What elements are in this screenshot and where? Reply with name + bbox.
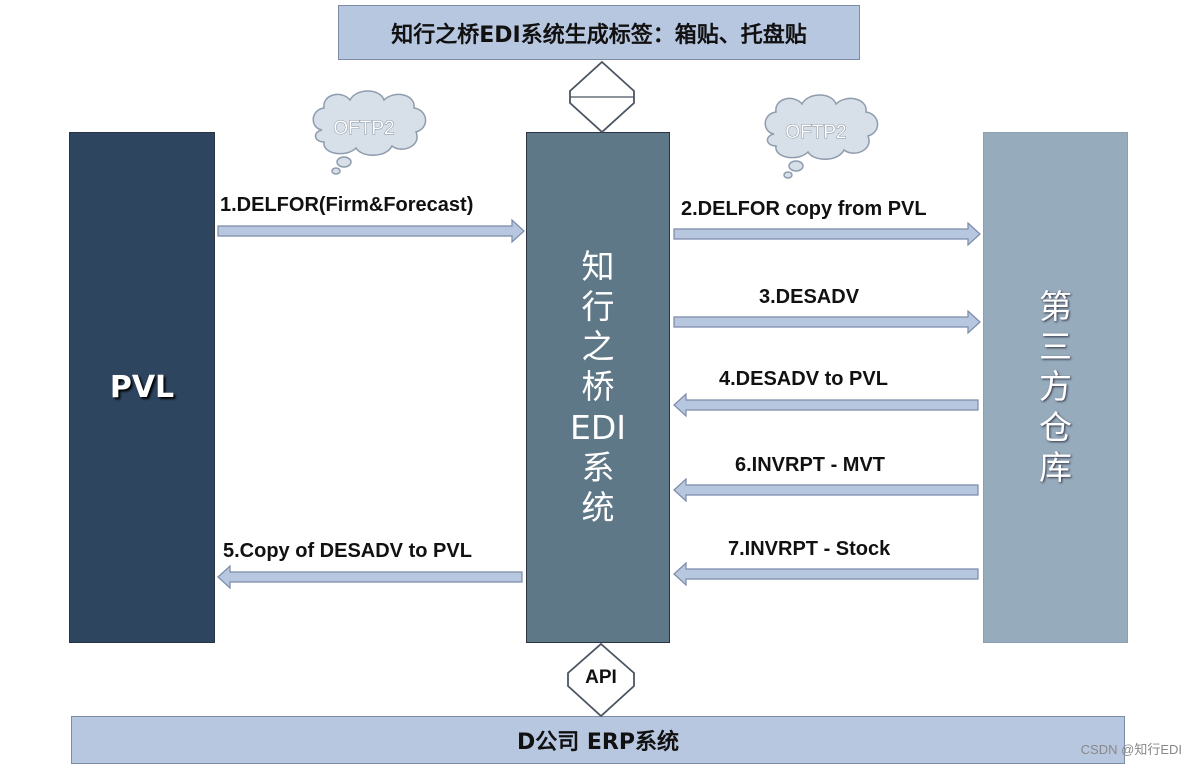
label-system-text: 知行之桥EDI系统生成标签：箱贴、托盘贴 (391, 22, 807, 48)
arrow-1 (217, 218, 525, 244)
oftp2-cloud-right-icon (764, 94, 879, 179)
erp-system-box: D公司 ERP系统 (71, 716, 1125, 764)
top-double-arrow-icon (569, 60, 635, 134)
api-double-arrow-icon (567, 642, 635, 718)
arrow-2 (673, 221, 981, 247)
warehouse-label: 第三方仓库 (1039, 286, 1072, 487)
label-system-box: 知行之桥EDI系统生成标签：箱贴、托盘贴 (338, 5, 860, 60)
erp-system-text: D公司 ERP系统 (516, 730, 679, 755)
pvl-label: PVL (109, 370, 175, 405)
arrow-3 (673, 309, 981, 335)
arrow-label-6: 6.INVRPT - MVT (735, 454, 886, 476)
arrow-label-5: 5.Copy of DESADV to PVL (223, 540, 472, 562)
watermark: CSDN @知行EDI (1080, 742, 1182, 757)
oftp2-cloud-left-label: OFTP2 (333, 118, 394, 139)
oftp2-cloud-right-label: OFTP2 (785, 122, 846, 143)
arrow-6 (673, 477, 979, 503)
arrow-label-1: 1.DELFOR(Firm&Forecast) (220, 194, 474, 216)
arrow-label-7: 7.INVRPT - Stock (728, 538, 891, 560)
arrow-label-3: 3.DESADV (759, 286, 860, 308)
api-label: API (585, 667, 617, 688)
arrow-label-4: 4.DESADV to PVL (719, 368, 888, 390)
arrow-7 (673, 561, 979, 587)
arrow-5 (217, 564, 523, 590)
warehouse-column: 第三方仓库 (983, 132, 1128, 643)
arrow-4 (673, 392, 979, 418)
edi-system-column: 知行之桥EDI系统 (526, 132, 670, 643)
oftp2-cloud-left-icon (312, 90, 427, 175)
pvl-column: PVL (69, 132, 215, 643)
arrow-label-2: 2.DELFOR copy from PVL (681, 198, 927, 220)
edi-system-label: 知行之桥EDI系统 (570, 246, 626, 528)
